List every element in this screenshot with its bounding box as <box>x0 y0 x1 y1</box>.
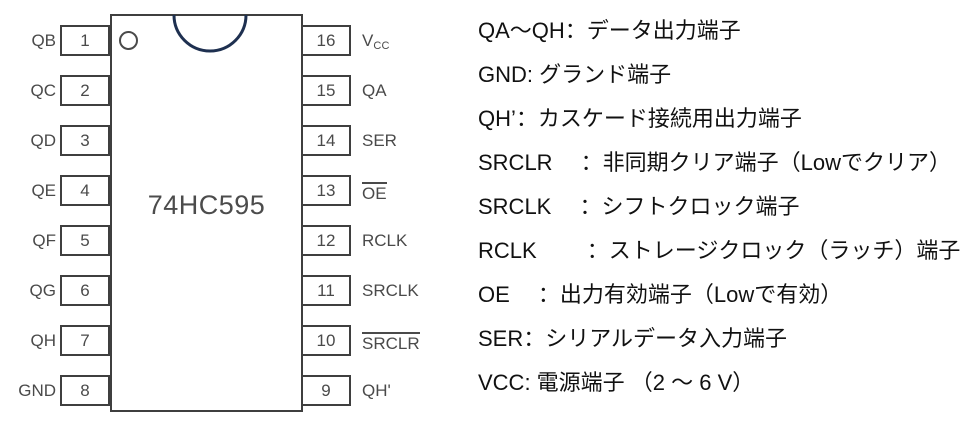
pin-number-10: 10 <box>301 325 351 356</box>
legend-line-1: QA〜QH：データ出力端子 <box>478 18 741 43</box>
legend-line-4: SRCLR ：非同期クリア端子（Lowでクリア） <box>478 150 952 175</box>
pin-label-srclr: SRCLR <box>362 331 420 353</box>
pin-label-qa: QA <box>362 80 387 100</box>
pin-label-qc: QC <box>30 80 57 100</box>
pin-label-qb: QB <box>31 30 56 50</box>
pin-number-6: 6 <box>60 275 110 306</box>
pin1-marker-icon <box>119 31 138 50</box>
pin-number-4: 4 <box>60 175 110 206</box>
pin-label-qf: QF <box>32 230 56 250</box>
pin-number-2: 2 <box>60 75 110 106</box>
pin-number-3: 3 <box>60 125 110 156</box>
pin-number-11: 11 <box>301 275 351 306</box>
pin-label-qe: QE <box>31 180 56 200</box>
legend-line-3: QH’：カスケード接続用出力端子 <box>478 106 802 131</box>
pin-label-oe: OE <box>362 181 387 203</box>
pin-label-qd: QD <box>30 130 57 150</box>
pin-number-16: 16 <box>301 25 351 56</box>
pin-number-5: 5 <box>60 225 110 256</box>
pin-description-legend: QA〜QH：データ出力端子 GND: グランド端子 QH’：カスケード接続用出力端子… <box>472 0 968 427</box>
pin-number-15: 15 <box>301 75 351 106</box>
pin-number-12: 12 <box>301 225 351 256</box>
pin-label-rclk: RCLK <box>362 230 408 250</box>
legend-line-9: VCC: 電源端子 （2 〜 6 V） <box>478 370 755 395</box>
pin-label-vcc: VCC <box>362 30 390 52</box>
pin-number-13: 13 <box>301 175 351 206</box>
legend-line-2: GND: グランド端子 <box>478 62 672 87</box>
pin-number-7: 7 <box>60 325 110 356</box>
legend-line-8: SER：シリアルデータ入力端子 <box>478 326 788 351</box>
pin-label-qg: QG <box>29 280 56 300</box>
pin-label-qh: QH' <box>362 380 391 400</box>
legend-line-5: SRCLK ：シフトクロック端子 <box>478 194 800 219</box>
ic-package-body <box>110 14 303 412</box>
legend-line-6: RCLK ：ストレージクロック（ラッチ）端子 <box>478 238 961 263</box>
pin-number-8: 8 <box>60 375 110 406</box>
pin-label-qh: QH <box>30 330 57 350</box>
pin-number-14: 14 <box>301 125 351 156</box>
pin-label-srclk: SRCLK <box>362 280 419 300</box>
pin-label-ser: SER <box>362 130 397 150</box>
pin-label-gnd: GND <box>18 380 56 400</box>
legend-line-7: OE ：出力有効端子（Lowで有効） <box>478 282 843 307</box>
ic-part-name: 74HC595 <box>147 190 266 220</box>
pin-number-1: 1 <box>60 25 110 56</box>
pin-number-9: 9 <box>301 375 351 406</box>
